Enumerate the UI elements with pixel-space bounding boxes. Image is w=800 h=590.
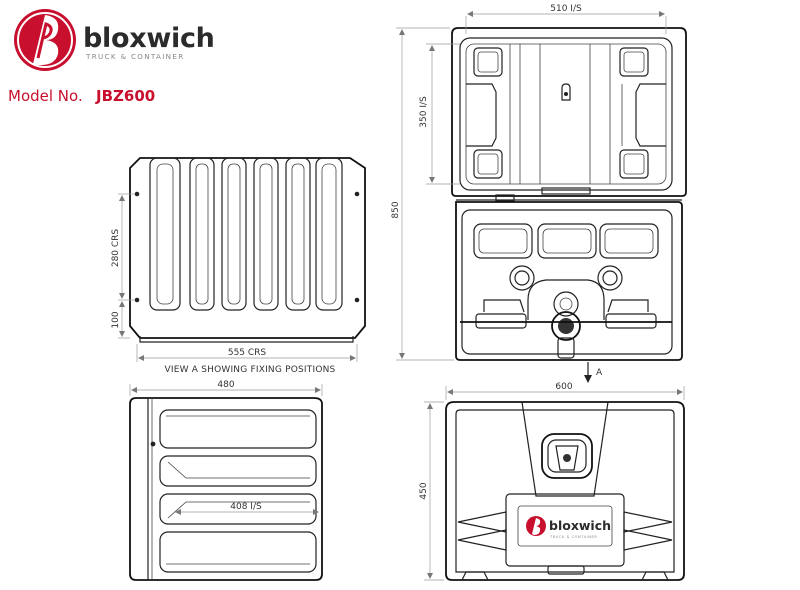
lid-corner-pads — [466, 47, 666, 179]
rib-inner — [227, 163, 241, 305]
front-feet — [461, 565, 669, 581]
model-number: Model No. JBZ600 — [8, 87, 155, 105]
body-outline — [455, 201, 683, 361]
lid-ribs — [509, 44, 623, 184]
front-brand-logo: bloxwich TRUCK & CONTAINER — [526, 516, 611, 539]
mounting-brackets — [460, 299, 672, 329]
dim-350-is: 350 I/S — [419, 43, 460, 185]
view-a-base-lip — [139, 336, 354, 343]
rib — [253, 157, 279, 311]
logo-badge-icon — [14, 9, 76, 71]
front-lid-panel — [521, 401, 609, 497]
brand-tagline: TRUCK & CONTAINER — [85, 52, 184, 61]
rib-inner — [195, 163, 209, 305]
lid-inner-recess — [465, 43, 667, 185]
dim-510-is: 510 I/S — [465, 4, 667, 34]
front-view: bloxwich TRUCK & CONTAINER 600 450 — [419, 382, 685, 581]
rib — [149, 157, 181, 311]
dim-408-is: 408 I/S — [175, 502, 319, 515]
view-a-ribs — [149, 157, 343, 311]
lid-inner-panel — [459, 37, 673, 191]
fixing-hole — [134, 297, 140, 303]
dim-450: 450 — [419, 401, 444, 581]
dim-600: 600 — [445, 382, 685, 400]
view-a-arrow: A — [584, 362, 603, 383]
lid-latch-icon — [561, 83, 571, 101]
dim-480-label: 480 — [217, 380, 234, 390]
brand-name: bloxwich — [83, 23, 215, 54]
rib-inner — [321, 163, 337, 305]
view-a-outline — [129, 157, 366, 339]
side-view: 480 408 I/S — [129, 380, 323, 581]
rib — [315, 157, 343, 311]
lid-outline — [451, 27, 687, 197]
side-ribs — [159, 409, 317, 573]
dim-100: 100 — [111, 301, 130, 339]
fixing-hole — [354, 297, 360, 303]
dim-850: 850 — [391, 27, 454, 361]
dim-510-is-label: 510 I/S — [550, 4, 582, 14]
dim-600-label: 600 — [555, 382, 572, 392]
brand-logo: bloxwich TRUCK & CONTAINER — [14, 9, 215, 71]
fixing-hole — [134, 191, 140, 197]
lock-mechanism-icon — [527, 279, 605, 359]
rib-inner — [259, 163, 273, 305]
view-a-caption: VIEW A SHOWING FIXING POSITIONS — [165, 365, 336, 375]
dim-100-label: 100 — [111, 311, 121, 328]
dim-850-label: 850 — [391, 201, 401, 218]
dim-408-is-label: 408 I/S — [230, 502, 262, 512]
rib — [189, 157, 215, 311]
dim-555-crs: 555 CRS — [136, 344, 358, 362]
dim-350-is-label: 350 I/S — [419, 96, 429, 128]
rib-inner — [291, 163, 305, 305]
view-a-rear-panel: 280 CRS 100 555 CRS VIEW A SHOWING FIXIN… — [111, 157, 366, 375]
body-windows — [473, 223, 659, 259]
rib — [285, 157, 311, 311]
body-inner — [461, 209, 673, 355]
hinge-strip — [456, 187, 682, 202]
model-label: Model No. — [8, 87, 83, 105]
dim-480: 480 — [129, 380, 323, 396]
view-a-arrow-label: A — [596, 368, 603, 378]
fixing-hole — [354, 191, 360, 197]
side-hinge-pin — [150, 441, 156, 447]
front-outline — [445, 401, 685, 581]
front-logo-name: bloxwich — [549, 518, 611, 533]
front-lock-icon — [541, 433, 593, 479]
dim-280-crs-label: 280 CRS — [111, 229, 121, 268]
front-inner — [455, 409, 675, 573]
front-logo-tagline: TRUCK & CONTAINER — [549, 535, 597, 539]
dim-555-crs-label: 555 CRS — [228, 348, 267, 358]
model-value: JBZ600 — [95, 87, 155, 105]
drain-holes — [509, 265, 623, 291]
dim-280-crs: 280 CRS — [111, 193, 134, 301]
dim-450-label: 450 — [419, 482, 429, 499]
rib — [221, 157, 247, 311]
rib-inner — [156, 163, 174, 305]
fixing-holes — [134, 191, 360, 303]
open-top-view: 510 I/S 350 I/S 850 A — [391, 4, 687, 383]
side-outline — [129, 397, 323, 581]
